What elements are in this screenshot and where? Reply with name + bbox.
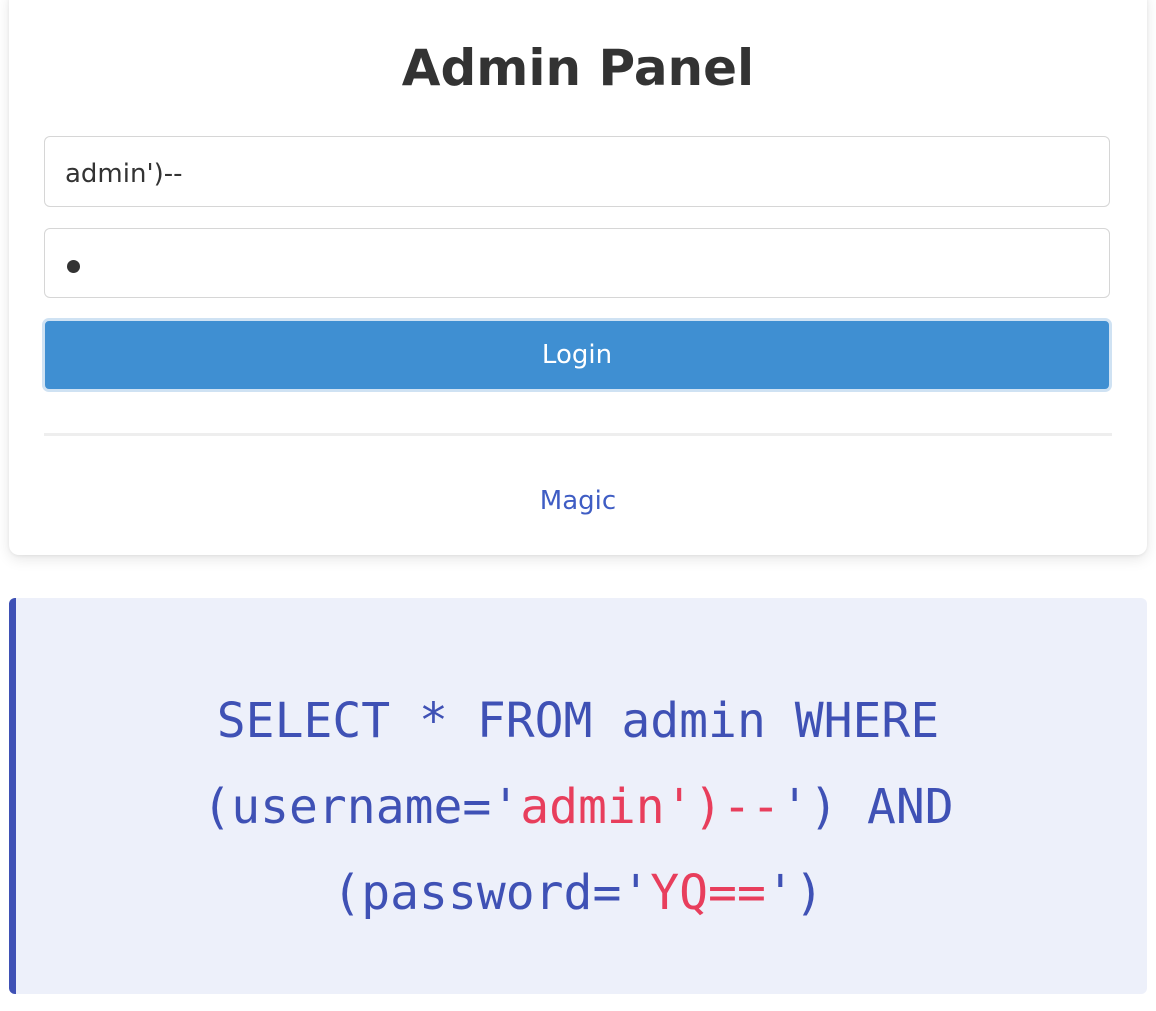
- divider: [44, 433, 1112, 436]
- login-button[interactable]: Login: [42, 318, 1112, 392]
- query-password-value: YQ==: [650, 865, 766, 921]
- sql-query-text: SELECT * FROM admin WHERE (username='adm…: [0, 678, 1156, 936]
- magic-link[interactable]: Magic: [539, 486, 617, 516]
- page-title: Admin Panel: [401, 39, 755, 97]
- query-username-injection: admin')--: [520, 779, 781, 835]
- password-input[interactable]: [44, 228, 1110, 298]
- username-input[interactable]: admin')--: [44, 136, 1110, 207]
- query-line-3-prefix: (password=': [332, 865, 651, 921]
- password-mask-dot: [67, 260, 80, 273]
- username-input-value: admin')--: [65, 159, 183, 189]
- sql-query-panel: [9, 598, 1147, 994]
- query-line-2-prefix: (username=': [202, 779, 521, 835]
- query-line-2-suffix: ') AND: [780, 779, 954, 835]
- query-line-3-suffix: '): [765, 865, 824, 921]
- query-line-1: SELECT * FROM admin WHERE: [216, 693, 940, 749]
